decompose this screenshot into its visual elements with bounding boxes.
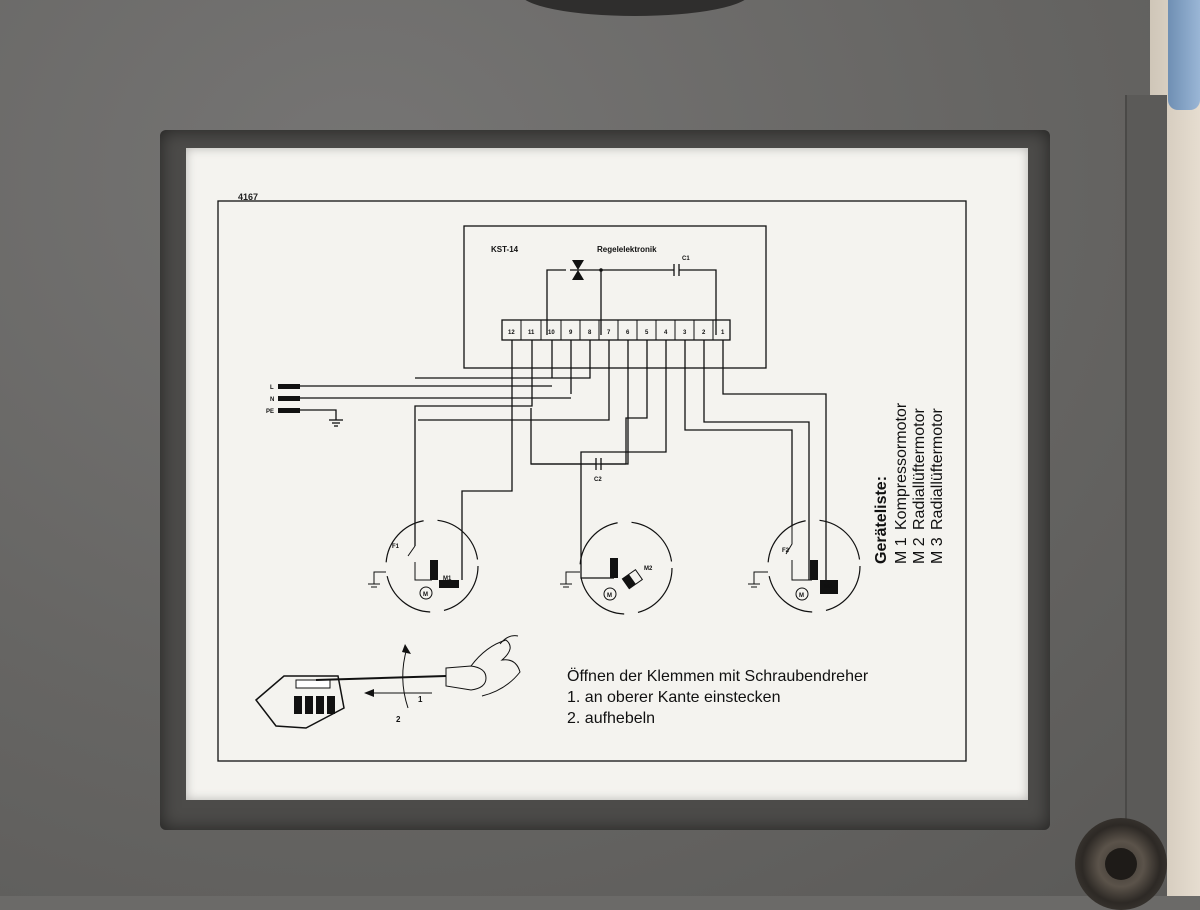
svg-text:6: 6 <box>626 330 630 336</box>
svg-text:Radiallüftermotor: Radiallüftermotor <box>911 408 928 531</box>
instructions: Öffnen der Klemmen mit Schraubendreher 1… <box>567 667 869 727</box>
housing-side-frame <box>1125 95 1167 896</box>
motor-m1: F1 M1 M <box>368 519 479 613</box>
svg-text:11: 11 <box>528 330 535 336</box>
wiring-diagram: 4167 KST-14 Regelelektronik C1 12 11 10 … <box>217 192 967 762</box>
svg-text:M3: M3 <box>824 584 833 590</box>
svg-text:M 2: M 2 <box>911 537 928 564</box>
terminal-labels: 12 11 10 9 8 7 6 5 4 3 2 1 <box>508 330 725 336</box>
power-input: L N PE <box>266 384 571 427</box>
doc-code: 4167 <box>238 192 258 202</box>
terminal-dividers <box>520 320 714 340</box>
wiring-label-panel: 4167 KST-14 Regelelektronik C1 12 11 10 … <box>186 148 1028 800</box>
svg-text:F2: F2 <box>782 548 790 554</box>
svg-text:1: 1 <box>721 330 725 336</box>
capacitor-c2-label: C2 <box>594 477 602 483</box>
svg-text:M: M <box>423 592 428 598</box>
svg-text:M 1: M 1 <box>893 537 910 564</box>
motor-m2: M2 M <box>560 521 673 615</box>
instruction-heading: Öffnen der Klemmen mit Schraubendreher <box>567 667 869 685</box>
svg-text:F1: F1 <box>392 544 400 550</box>
screwdriver-illustration: 1 2 <box>254 635 521 729</box>
housing-top-opening <box>520 0 750 16</box>
svg-text:1: 1 <box>418 695 423 704</box>
motor-m3: F2 M3 M <box>748 519 861 613</box>
svg-text:L: L <box>270 385 274 391</box>
diode-wire <box>546 269 566 335</box>
svg-text:PE: PE <box>266 409 274 415</box>
svg-text:7: 7 <box>607 330 611 336</box>
svg-text:12: 12 <box>508 330 515 336</box>
svg-text:4: 4 <box>664 330 668 336</box>
svg-text:3: 3 <box>683 330 687 336</box>
control-unit-box <box>463 225 767 369</box>
svg-text:M1: M1 <box>443 576 452 582</box>
pencil-tip <box>1168 0 1200 110</box>
svg-text:9: 9 <box>569 330 573 336</box>
svg-text:8: 8 <box>588 330 592 336</box>
parts-list: Geräteliste: M 1 Kompressormotor M 2 Rad… <box>873 402 946 564</box>
diode-icon <box>570 260 586 280</box>
terminal-block <box>501 319 731 341</box>
capacitor-c1-label: C1 <box>682 256 690 262</box>
parts-list-title: Geräteliste: <box>873 476 890 564</box>
svg-text:5: 5 <box>645 330 649 336</box>
instruction-step-2: 2. aufhebeln <box>567 710 655 727</box>
terminal-wires <box>414 340 827 526</box>
screw-socket-icon <box>1075 818 1167 910</box>
svg-text:2: 2 <box>702 330 706 336</box>
svg-text:N: N <box>270 397 274 403</box>
svg-text:M2: M2 <box>644 566 653 572</box>
svg-text:Radiallüftermotor: Radiallüftermotor <box>929 408 946 531</box>
electronics-label: Regelelektronik <box>597 245 657 254</box>
svg-text:10: 10 <box>548 330 555 336</box>
svg-text:M: M <box>799 593 804 599</box>
svg-text:M: M <box>607 593 612 599</box>
svg-text:Kompressormotor: Kompressormotor <box>893 402 910 530</box>
unit-label: KST-14 <box>491 245 519 254</box>
instruction-step-1: 1. an oberer Kante einstecken <box>567 689 780 706</box>
diagram-border <box>217 200 967 762</box>
svg-text:M 3: M 3 <box>929 537 946 564</box>
svg-text:2: 2 <box>396 715 401 724</box>
